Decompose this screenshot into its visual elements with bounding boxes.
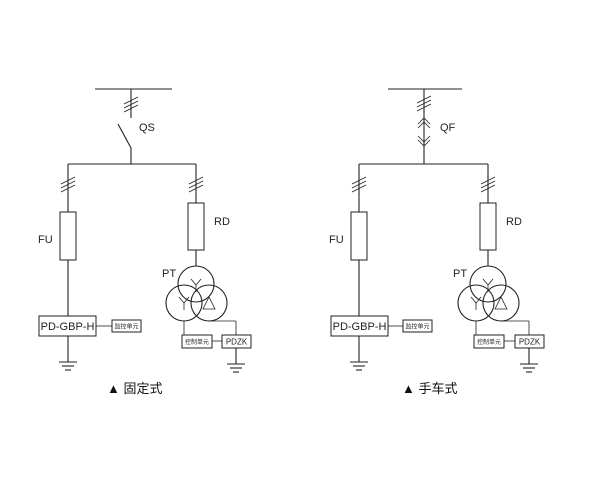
triple-tick-mark [60,176,76,193]
caption: ▲ 固定式 [107,381,162,396]
rd-label: RD [214,216,230,228]
ground-icon [227,363,245,373]
control-unit [181,334,213,349]
triple-tick-mark [123,96,139,113]
control-unit [473,334,505,349]
pdzk-label: PDZK [519,338,541,347]
triple-tick-mark [351,176,367,193]
breaker-label: QS [139,122,155,134]
plug-in-contact-icon [417,117,431,147]
panel-fixed: QS FU PD-GBP-H 监控单元 RD [38,88,252,396]
ground-icon [350,361,368,371]
monitor-label: 监控单元 [114,323,138,331]
disconnect-switch-blade [117,123,132,149]
fuse-fu [350,211,368,261]
caption: ▲ 手车式 [402,381,457,396]
pt-label: PT [453,268,467,280]
monitor-label: 监控单元 [405,323,429,331]
rd-label: RD [506,216,522,228]
fuse-label: FU [38,234,53,246]
fuse-rd [187,202,205,251]
panel-withdrawable: QF FU PD-GBP-H 监控单元 RD [329,88,545,396]
breaker-label: QF [440,122,456,134]
fuse-rd [479,202,497,251]
control-label: 控制单元 [185,338,209,346]
pdzk-label: PDZK [226,338,248,347]
fuse-fu [59,211,77,261]
control-label: 控制单元 [477,338,501,346]
monitor-unit [111,319,142,333]
monitor-unit [402,319,433,333]
device-label: PD-GBP-H [333,321,387,333]
fuse-label: FU [329,234,344,246]
triple-tick-mark [188,176,204,193]
device-label: PD-GBP-H [41,321,95,333]
ground-icon [520,363,538,373]
pt-transformer-icon [457,265,520,322]
triple-tick-mark [416,95,432,112]
pt-label: PT [162,268,176,280]
triple-tick-mark [480,176,496,193]
ground-icon [59,361,77,371]
